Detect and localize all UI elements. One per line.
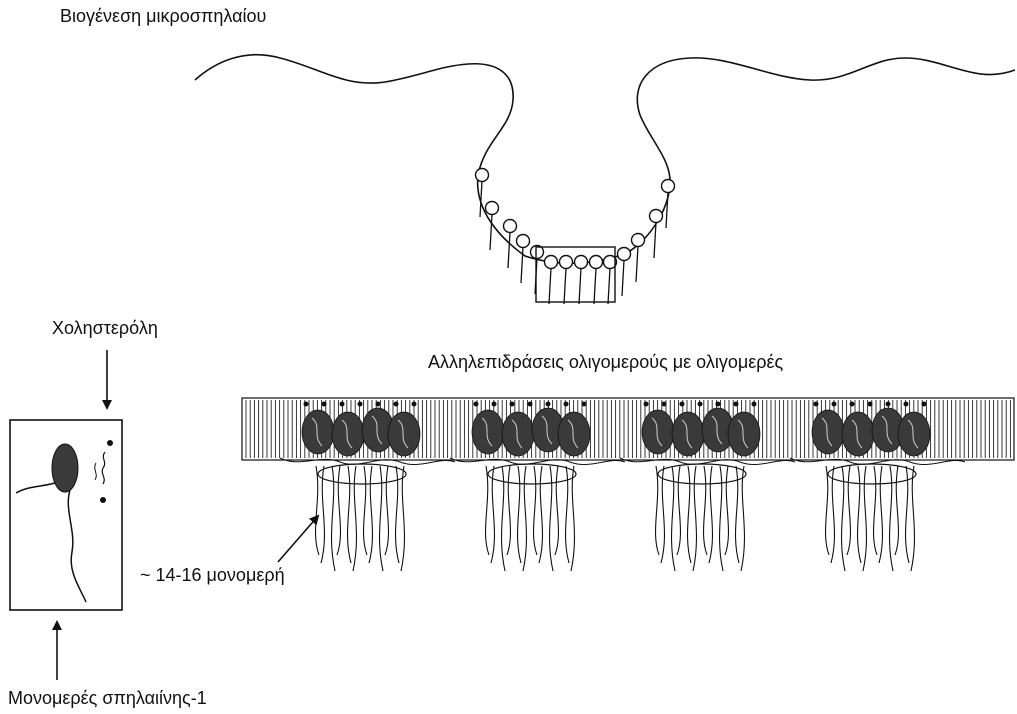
- caveolin-bead: [575, 256, 588, 269]
- caveolin-bead: [590, 256, 603, 269]
- monomer-tail: [911, 466, 914, 571]
- monomer-tail: [874, 466, 877, 555]
- monomer-tail: [847, 466, 850, 555]
- monomer-tail: [677, 466, 680, 555]
- oligomer-ring: [318, 464, 406, 484]
- bead-tail: [579, 268, 581, 304]
- monomer-tail: [571, 466, 574, 571]
- protein-blob: [502, 412, 534, 456]
- caveolin-bead: [560, 256, 573, 269]
- monomer-tail: [720, 466, 723, 571]
- zoom-box: [536, 247, 615, 302]
- monomer-tail: [385, 466, 388, 555]
- monomer-count-arrow: [278, 516, 318, 562]
- monomer-tail: [709, 466, 712, 563]
- monomer-tail: [539, 466, 542, 563]
- protein-blob: [728, 412, 760, 456]
- caveola-membrane-group: [195, 55, 1015, 264]
- caveolin-bead-chain: [476, 169, 675, 305]
- monomer-tail: [364, 466, 367, 555]
- monomer-tail: [688, 466, 691, 563]
- caveolin-bead: [476, 169, 489, 182]
- monomer-tail: [741, 466, 744, 571]
- monomer-tail: [895, 466, 898, 555]
- monomer-tail: [353, 466, 356, 571]
- monomer-tail: [725, 466, 728, 555]
- monomer-tail: [661, 466, 664, 563]
- monomer-tail: [826, 466, 829, 555]
- monomer-tail: [693, 466, 696, 571]
- monomer-tail: [369, 466, 372, 563]
- monomer-tail: [550, 466, 553, 571]
- bead-tail: [608, 268, 610, 304]
- monomer-tail: [321, 466, 324, 563]
- monomer-tail: [486, 466, 489, 555]
- protein-blob: [472, 410, 504, 454]
- monomer-tail: [704, 466, 707, 555]
- monomer-oval: [52, 444, 78, 492]
- protein-blob: [898, 412, 930, 456]
- protein-blob: [302, 410, 334, 454]
- bead-tail: [564, 268, 566, 304]
- bead-tail: [508, 232, 510, 268]
- monomer-tail: [890, 466, 893, 571]
- monomer-tail: [348, 466, 351, 563]
- protein-blob: [672, 412, 704, 456]
- monomer-tail: [656, 466, 659, 555]
- caveolin-bead: [632, 234, 645, 247]
- oligomer-ring: [828, 464, 916, 484]
- monomer-tail: [380, 466, 383, 571]
- monomer-tail: [523, 466, 526, 571]
- bead-tail: [622, 260, 624, 296]
- monomer-tail: [401, 466, 404, 571]
- caveolin-bead: [504, 220, 517, 233]
- protein-blob: [642, 410, 674, 454]
- bead-tail: [666, 192, 668, 228]
- bead-tail: [636, 246, 638, 282]
- oligomer-ring: [488, 464, 576, 484]
- protein-blob: [842, 412, 874, 456]
- monomer-tail: [858, 466, 861, 563]
- monomer-tail: [879, 466, 882, 563]
- monomer-tail: [491, 466, 494, 563]
- monomer-tail: [831, 466, 834, 563]
- oligomer-ring: [658, 464, 746, 484]
- protein-blob: [558, 412, 590, 456]
- caveolin-bead: [545, 256, 558, 269]
- monomer-tail: [518, 466, 521, 563]
- bead-tail: [594, 268, 596, 304]
- bead-tail: [490, 214, 492, 250]
- monomer-tail: [863, 466, 866, 571]
- caveolin-bead: [650, 210, 663, 223]
- monomer-tail: [507, 466, 510, 555]
- caveola-membrane-line: [195, 55, 1015, 264]
- monomer-tail: [316, 466, 319, 555]
- caveolin-bead: [618, 248, 631, 261]
- protein-blob: [812, 410, 844, 454]
- caveolin-bead: [662, 180, 675, 193]
- monomer-tail: [555, 466, 558, 555]
- protein-blob: [332, 412, 364, 456]
- monomer-tail: [337, 466, 340, 555]
- monomer-tail: [534, 466, 537, 555]
- caveolin-bead: [517, 235, 530, 248]
- bead-tail: [549, 268, 551, 304]
- caveolin-bead: [486, 202, 499, 215]
- protein-blob: [388, 412, 420, 456]
